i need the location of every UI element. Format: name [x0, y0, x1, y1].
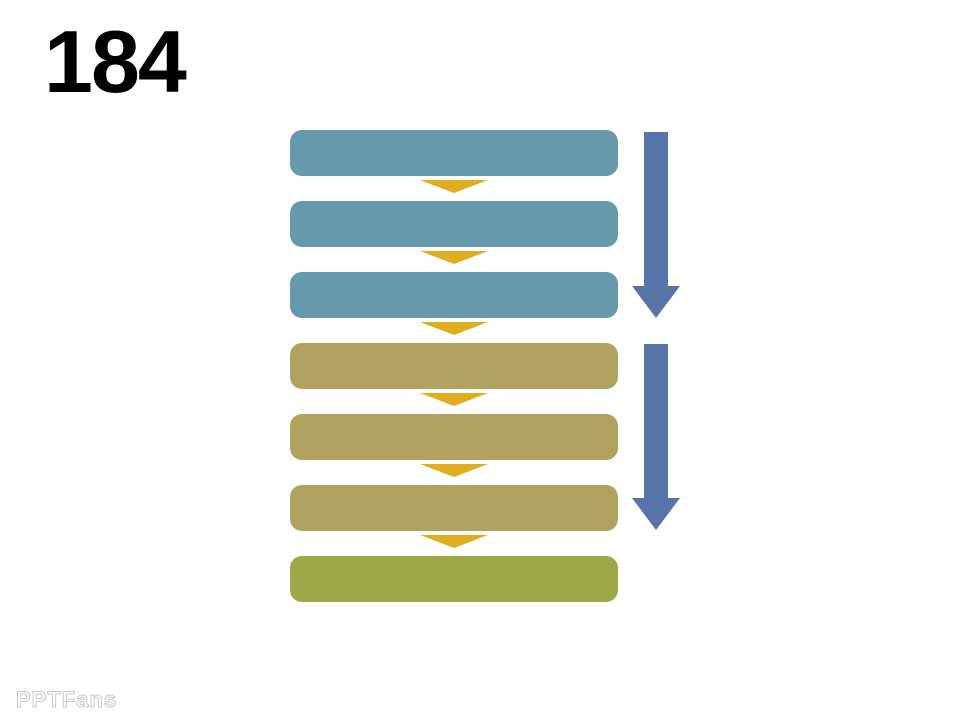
connector-triangle-1	[420, 180, 488, 193]
flow-step-6	[290, 485, 618, 531]
down-arrow-icon	[632, 344, 680, 530]
flow-step-7	[290, 556, 618, 602]
slide-number: 184	[44, 12, 187, 111]
down-arrow-icon	[632, 132, 680, 318]
flow-step-4	[290, 343, 618, 389]
down-arrow-shape-1	[632, 132, 680, 318]
watermark-logo: PPTFans	[15, 687, 118, 712]
flow-step-3	[290, 272, 618, 318]
flow-step-5	[290, 414, 618, 460]
flow-step-1	[290, 130, 618, 176]
connector-triangle-5	[420, 464, 488, 477]
connector-triangle-6	[420, 535, 488, 548]
connector-triangle-2	[420, 251, 488, 264]
connector-triangle-3	[420, 322, 488, 335]
connector-triangle-4	[420, 393, 488, 406]
flow-step-2	[290, 201, 618, 247]
down-arrow-shape-2	[632, 344, 680, 530]
